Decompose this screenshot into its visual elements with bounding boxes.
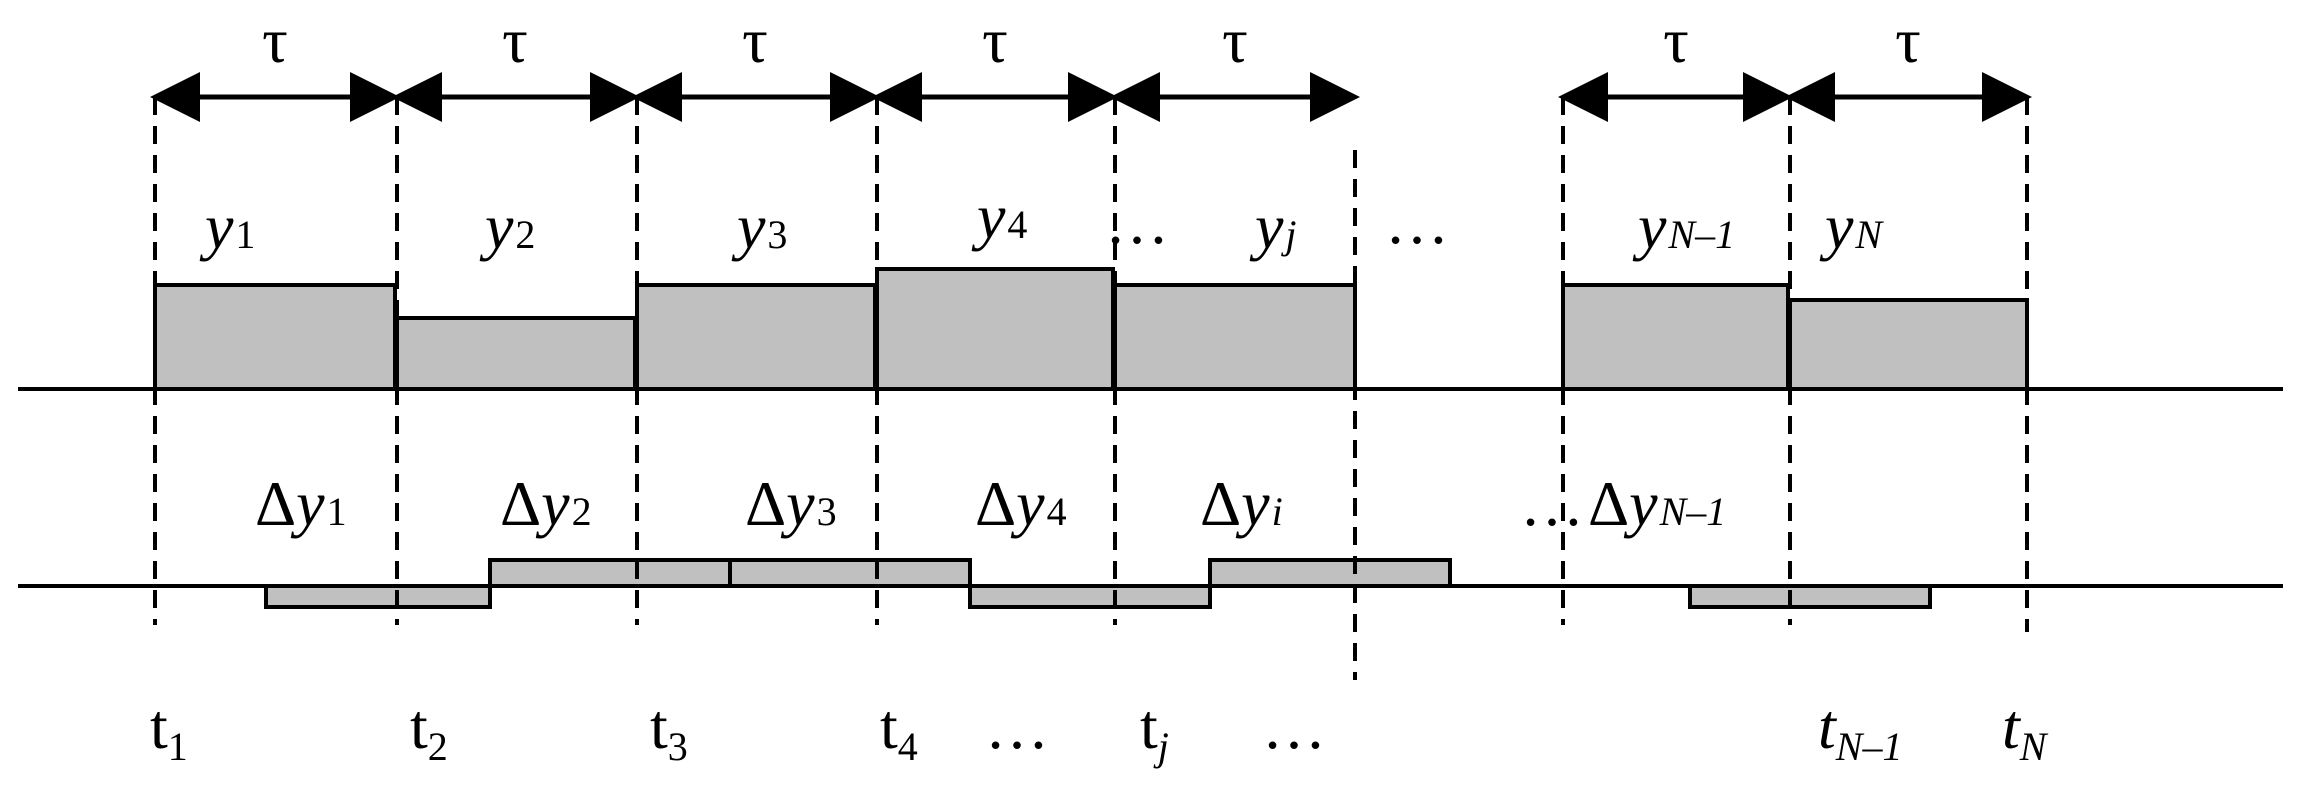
label-t3: t3 [650,691,688,769]
label-yj: yj [1249,191,1297,262]
label-dyi: Δyi [1200,468,1283,539]
bar-yj [1113,283,1357,391]
delta-bars [264,558,1932,609]
delta-bar-1 [264,584,492,609]
tau-label-7: τ [1895,5,1921,76]
tau-label-4: τ [982,5,1008,76]
tau-labels: τ τ τ τ τ τ τ [262,5,1921,76]
ellipsis-t-1: … [985,691,1049,762]
time-markers [153,97,2029,680]
tau-label-6: τ [1663,5,1689,76]
bar-y2 [395,316,637,391]
label-tN: tN [2002,691,2049,769]
label-y1: y1 [199,191,255,262]
label-tNm1: tN–1 [1818,691,1902,769]
label-y2: y2 [479,191,535,262]
bar-y1 [153,283,397,391]
bar-y3 [635,283,877,391]
label-t4: t4 [880,691,918,769]
label-yN: yN [1819,191,1884,262]
baselines [18,387,2283,588]
y-labels: y1 y2 y3 y4 … yj … yN–1 yN [199,181,1884,262]
label-dy4: Δy4 [975,468,1067,539]
delta-bar-i [1208,558,1452,588]
label-yNm1: yN–1 [1632,191,1735,262]
bar-yN [1788,298,2029,391]
delta-bar-4 [968,584,1212,609]
label-dy1: Δy1 [255,468,347,539]
ellipsis-y-2: … [1385,186,1449,257]
label-t1: t1 [150,691,188,769]
label-y4: y4 [971,181,1027,252]
label-y3: y3 [731,191,787,262]
ellipsis-t-2: … [1262,691,1326,762]
delta-bar-2 [488,558,732,588]
label-dyNm1: ΔyN–1 [1588,468,1726,539]
tau-label-5: τ [1222,5,1248,76]
label-t2: t2 [410,691,448,769]
label-dy2: Δy2 [500,468,592,539]
label-dy3: Δy3 [745,468,837,539]
signal-bars [153,267,2029,391]
tau-label-2: τ [502,5,528,76]
delta-bar-3 [728,558,972,588]
ellipsis-dy: … [1520,468,1584,539]
tau-label-3: τ [742,5,768,76]
tau-label-1: τ [262,5,288,76]
bar-y4 [875,267,1115,391]
delta-bar-Nm1 [1688,584,1932,609]
bar-yNm1 [1561,283,1790,391]
delta-labels: Δy1 Δy2 Δy3 Δy4 Δyi … ΔyN–1 [255,468,1726,539]
ellipsis-y-1: … [1105,186,1169,257]
t-labels: t1 t2 t3 t4 … tj … tN–1 tN [150,691,2049,769]
label-tj: tj [1140,691,1169,769]
